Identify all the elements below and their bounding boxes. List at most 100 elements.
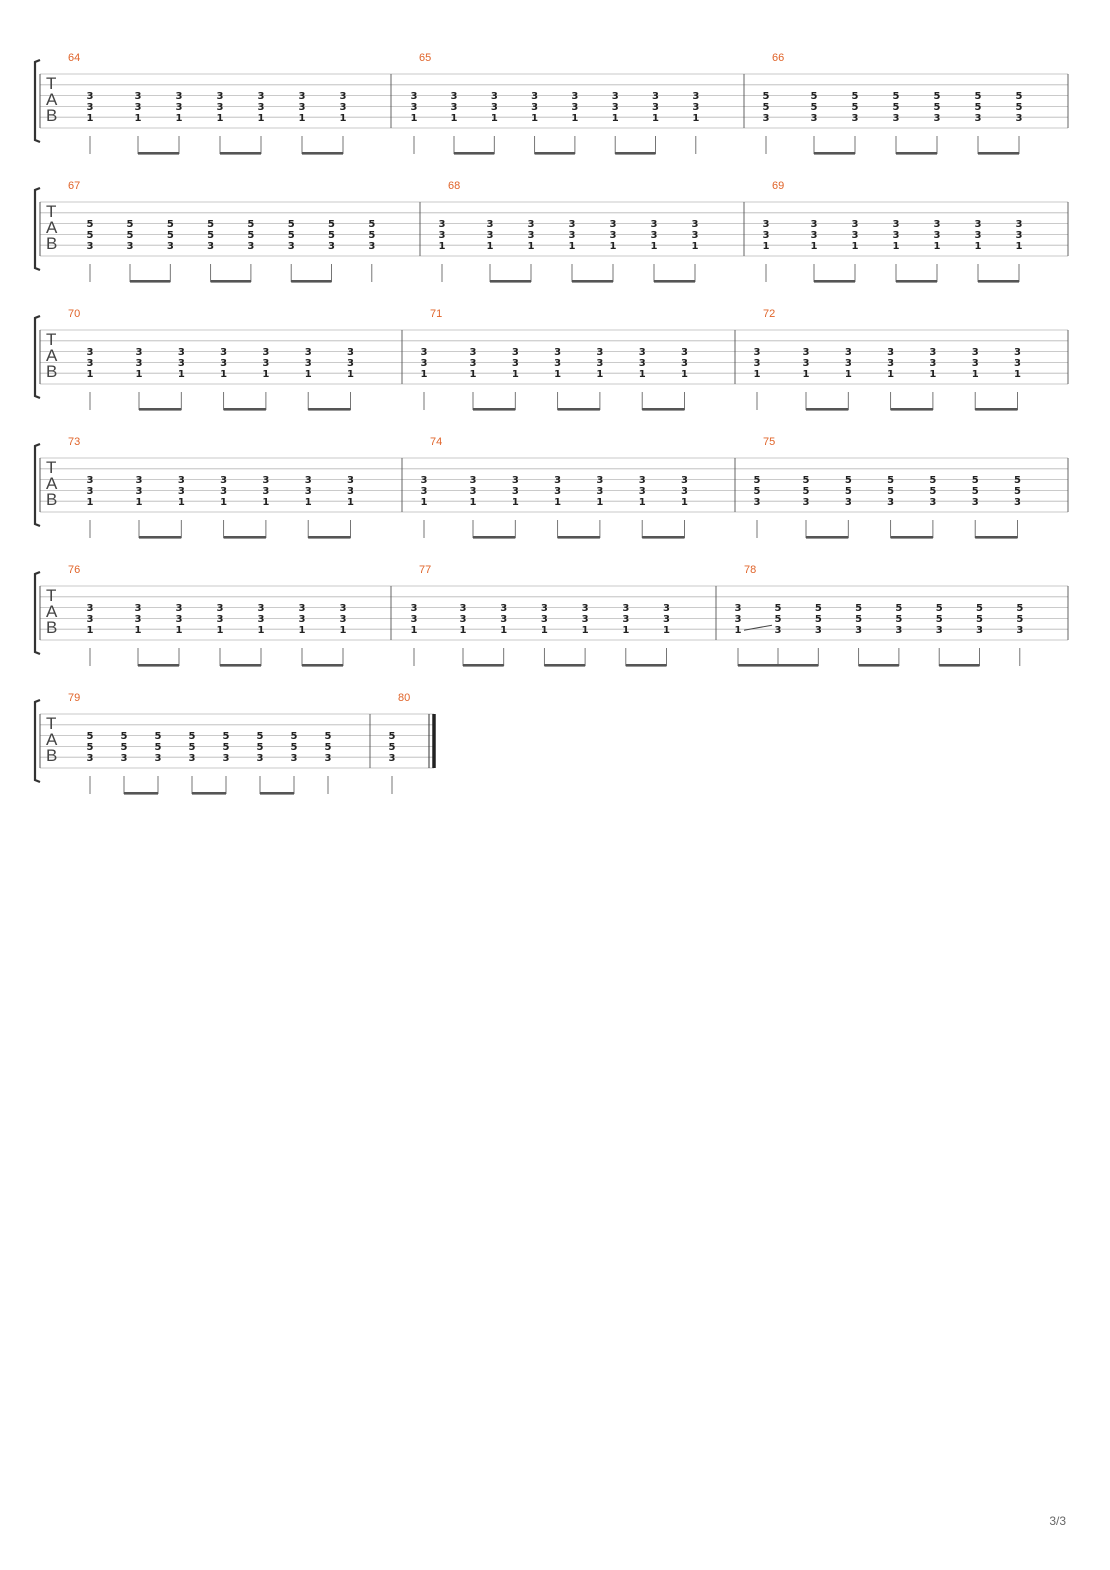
- fret-number: 5: [855, 603, 862, 614]
- fret-number: 5: [845, 475, 852, 486]
- fret-number: 5: [127, 230, 134, 241]
- note-beam: [642, 408, 685, 411]
- fret-number: 1: [299, 625, 306, 636]
- fret-number: 3: [934, 230, 941, 241]
- fret-number: 5: [1016, 91, 1023, 102]
- fret-number: 1: [305, 497, 312, 508]
- fret-number: 5: [155, 731, 162, 742]
- fret-number: 1: [460, 625, 467, 636]
- fret-number: 5: [754, 475, 761, 486]
- fret-number: 5: [929, 475, 936, 486]
- note-beam: [814, 280, 855, 283]
- tab-clef-letter: B: [46, 106, 57, 125]
- fret-number: 3: [596, 486, 603, 497]
- note-beam: [302, 152, 343, 155]
- fret-number: 1: [87, 625, 94, 636]
- note-beam: [473, 408, 516, 411]
- fret-number: 3: [411, 603, 418, 614]
- tab-clef-letter: A: [46, 730, 58, 749]
- fret-number: 3: [735, 614, 742, 625]
- fret-number: 3: [895, 625, 902, 636]
- fret-number: 3: [500, 614, 507, 625]
- fret-number: 3: [610, 230, 617, 241]
- fret-number: 1: [178, 497, 185, 508]
- slide-line: [743, 624, 773, 631]
- fret-number: 3: [815, 625, 822, 636]
- page-number: 3/3: [1049, 1514, 1066, 1528]
- fret-number: 1: [487, 241, 494, 252]
- fret-number: 3: [487, 230, 494, 241]
- note-beam: [975, 408, 1018, 411]
- fret-number: 3: [845, 347, 852, 358]
- fret-number: 5: [803, 475, 810, 486]
- fret-number: 3: [220, 347, 227, 358]
- fret-number: 3: [652, 102, 659, 113]
- fret-number: 3: [347, 475, 354, 486]
- fret-number: 5: [291, 742, 298, 753]
- fret-number: 3: [929, 358, 936, 369]
- fret-number: 1: [596, 369, 603, 380]
- note-beam: [220, 664, 261, 667]
- fret-number: 3: [217, 102, 224, 113]
- fret-number: 5: [87, 742, 94, 753]
- fret-number: 5: [389, 742, 396, 753]
- measure-number: 72: [763, 308, 775, 320]
- note-beam: [975, 536, 1018, 539]
- fret-number: 1: [87, 369, 94, 380]
- fret-number: 3: [127, 241, 134, 252]
- fret-number: 3: [258, 102, 265, 113]
- fret-number: 1: [639, 369, 646, 380]
- fret-number: 3: [571, 91, 578, 102]
- fret-number: 3: [411, 614, 418, 625]
- fret-number: 3: [178, 358, 185, 369]
- system-bracket: [33, 58, 41, 144]
- fret-number: 5: [934, 102, 941, 113]
- fret-number: 3: [972, 497, 979, 508]
- fret-number: 1: [754, 369, 761, 380]
- fret-number: 3: [512, 475, 519, 486]
- fret-number: 3: [167, 241, 174, 252]
- fret-number: 1: [972, 369, 979, 380]
- fret-number: 3: [811, 219, 818, 230]
- fret-number: 5: [815, 614, 822, 625]
- fret-number: 3: [87, 102, 94, 113]
- fret-number: 1: [512, 369, 519, 380]
- fret-number: 3: [135, 603, 142, 614]
- fret-number: 1: [87, 497, 94, 508]
- fret-number: 1: [528, 241, 535, 252]
- fret-number: 3: [612, 91, 619, 102]
- fret-number: 1: [176, 113, 183, 124]
- fret-number: 5: [775, 603, 782, 614]
- fret-number: 3: [512, 358, 519, 369]
- fret-number: 3: [470, 347, 477, 358]
- fret-number: 3: [692, 230, 699, 241]
- note-beam: [139, 408, 182, 411]
- fret-number: 5: [328, 219, 335, 230]
- fret-number: 3: [596, 347, 603, 358]
- fret-number: 3: [803, 347, 810, 358]
- fret-number: 3: [639, 358, 646, 369]
- tab-clef-letter: A: [46, 346, 58, 365]
- fret-number: 3: [291, 753, 298, 764]
- fret-number: 5: [167, 230, 174, 241]
- tab-clef-letter: B: [46, 234, 57, 253]
- fret-number: 3: [893, 219, 900, 230]
- fret-number: 1: [470, 369, 477, 380]
- fret-number: 3: [811, 113, 818, 124]
- tab-clef-letter: A: [46, 218, 58, 237]
- fret-number: 5: [975, 91, 982, 102]
- fret-number: 3: [340, 102, 347, 113]
- fret-number: 1: [512, 497, 519, 508]
- measure-number: 68: [448, 180, 460, 192]
- fret-number: 3: [262, 475, 269, 486]
- fret-number: 3: [934, 219, 941, 230]
- fret-number: 5: [223, 742, 230, 753]
- fret-number: 5: [223, 731, 230, 742]
- fret-number: 3: [87, 614, 94, 625]
- measure-number: 65: [419, 52, 431, 64]
- fret-number: 3: [754, 497, 761, 508]
- measure-number: 76: [68, 564, 80, 576]
- fret-number: 5: [167, 219, 174, 230]
- fret-number: 3: [340, 603, 347, 614]
- fret-number: 1: [887, 369, 894, 380]
